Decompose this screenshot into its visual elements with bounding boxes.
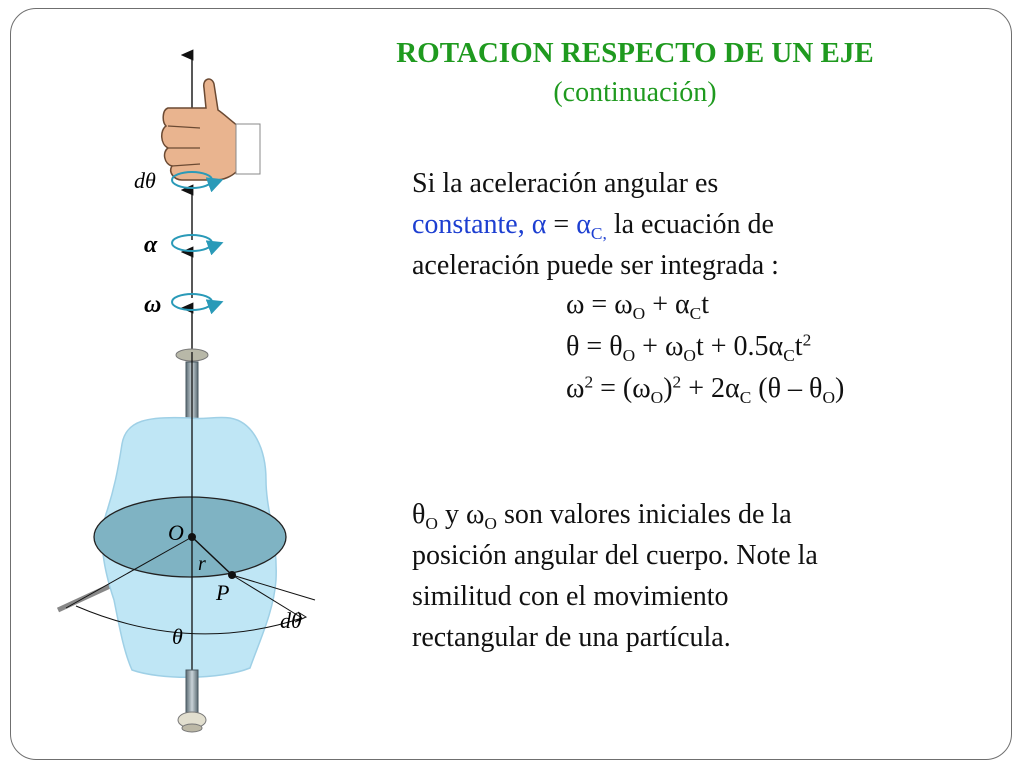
rotation-alpha-icon: [171, 234, 224, 256]
closing-line-4: rectangular de una partícula.: [412, 617, 731, 658]
eq3-sup2: 2: [672, 372, 682, 392]
slide-title: ROTACION RESPECTO DE UN EJE: [396, 37, 874, 69]
eq1-lhs: ω = ω: [566, 289, 633, 320]
label-omega: ω: [144, 292, 161, 318]
eq3-sup1: 2: [584, 372, 594, 392]
intro-line-3: aceleración puede ser integrada :: [412, 245, 779, 286]
eq2-sub3: C: [783, 346, 795, 366]
eq3-mid4: (θ – θ: [751, 373, 823, 404]
label-dtheta-top: dθ: [134, 168, 156, 193]
label-theta: θ: [172, 624, 183, 649]
theta-arc: [75, 605, 303, 635]
intro-line-1: Si la aceleración angular es: [412, 163, 718, 204]
closing-line-3: similitud con el movimiento: [412, 576, 729, 617]
eq2-sup1: 2: [802, 330, 812, 350]
eq3-sub3: O: [822, 388, 835, 408]
alpha-c-letter: α: [576, 209, 591, 240]
eq1-mid: + α: [645, 289, 690, 320]
eq3-sub2: C: [739, 388, 752, 408]
rotation-omega-icon: [171, 293, 224, 315]
label-alpha: α: [144, 232, 158, 258]
eq2-lhs: θ = θ: [566, 331, 623, 362]
equation-angular-velocity: ω = ωO + αCt: [566, 284, 709, 326]
eq2-sub2: O: [683, 346, 696, 366]
equation-angular-position: θ = θO + ωOt + 0.5αCt2: [566, 326, 811, 368]
intro-line-3-text: aceleración puede ser integrada :: [412, 250, 779, 281]
label-P: P: [215, 580, 229, 605]
alpha-c-subscript: C,: [590, 224, 607, 244]
shaft-bottom: [185, 669, 199, 715]
eq1-sub1: O: [632, 304, 646, 324]
radius-line: [191, 536, 233, 576]
reference-line-right: [231, 574, 303, 619]
eq1-sub2: C: [689, 304, 702, 324]
closing-line-2-text: posición angular del cuerpo. Note la: [412, 540, 818, 571]
label-O: O: [168, 520, 184, 545]
dtheta-arc-arrow: [294, 611, 308, 623]
closing-line-4-text: rectangular de una partícula.: [412, 622, 731, 653]
eq3-lhs: ω: [566, 373, 585, 404]
constant-word: constante,: [412, 209, 525, 240]
closing-line-2: posición angular del cuerpo. Note la: [412, 535, 818, 576]
closing-y-omega: y ω: [437, 499, 485, 530]
eq2-mid1: + ω: [635, 331, 684, 362]
rotation-dtheta-icon: [171, 171, 224, 193]
eq2-mid2: t + 0.5α: [695, 331, 784, 362]
eq3-end: ): [835, 373, 845, 404]
equals-sign: =: [553, 209, 570, 240]
slide-subtitle: (continuación): [553, 77, 717, 108]
eq1-end: t: [701, 289, 710, 320]
closing-line-1: θO y ωO son valores iniciales de la: [412, 494, 792, 535]
eq3-mid2: ): [663, 373, 673, 404]
eq3-mid1: = (ω: [593, 373, 651, 404]
eq3-sub1: O: [650, 388, 664, 408]
label-r: r: [198, 553, 206, 575]
closing-theta: θ: [412, 499, 426, 530]
eq2-sub1: O: [622, 346, 636, 366]
thumb-icon: [161, 78, 261, 181]
intro-line-1-text: Si la aceleración angular es: [412, 168, 719, 199]
reference-line-left: [65, 536, 193, 609]
bottom-base: [181, 723, 203, 733]
closing-line-3-text: similitud con el movimiento: [412, 581, 729, 612]
closing-theta-sub: O: [425, 514, 438, 534]
intro-line-2: constante, α = αC, la ecuación de: [412, 204, 774, 245]
equation-velocity-squared: ω2 = (ωO)2 + 2αC (θ – θO): [566, 368, 844, 410]
intro-line-2-rest: la ecuación de: [613, 209, 774, 240]
eq2-mid3: t: [794, 331, 803, 362]
eq3-mid3: + 2α: [681, 373, 740, 404]
rotation-figure: dθ α ω O r P dθ θ: [56, 49, 316, 733]
alpha-c-symbol: αC,: [576, 209, 607, 244]
alpha-symbol: α: [531, 209, 547, 240]
label-dtheta-arc: dθ: [280, 608, 302, 633]
reference-line-right-2: [231, 574, 316, 601]
closing-line-1-rest: son valores iniciales de la: [496, 499, 792, 530]
closing-omega-sub: O: [484, 514, 497, 534]
